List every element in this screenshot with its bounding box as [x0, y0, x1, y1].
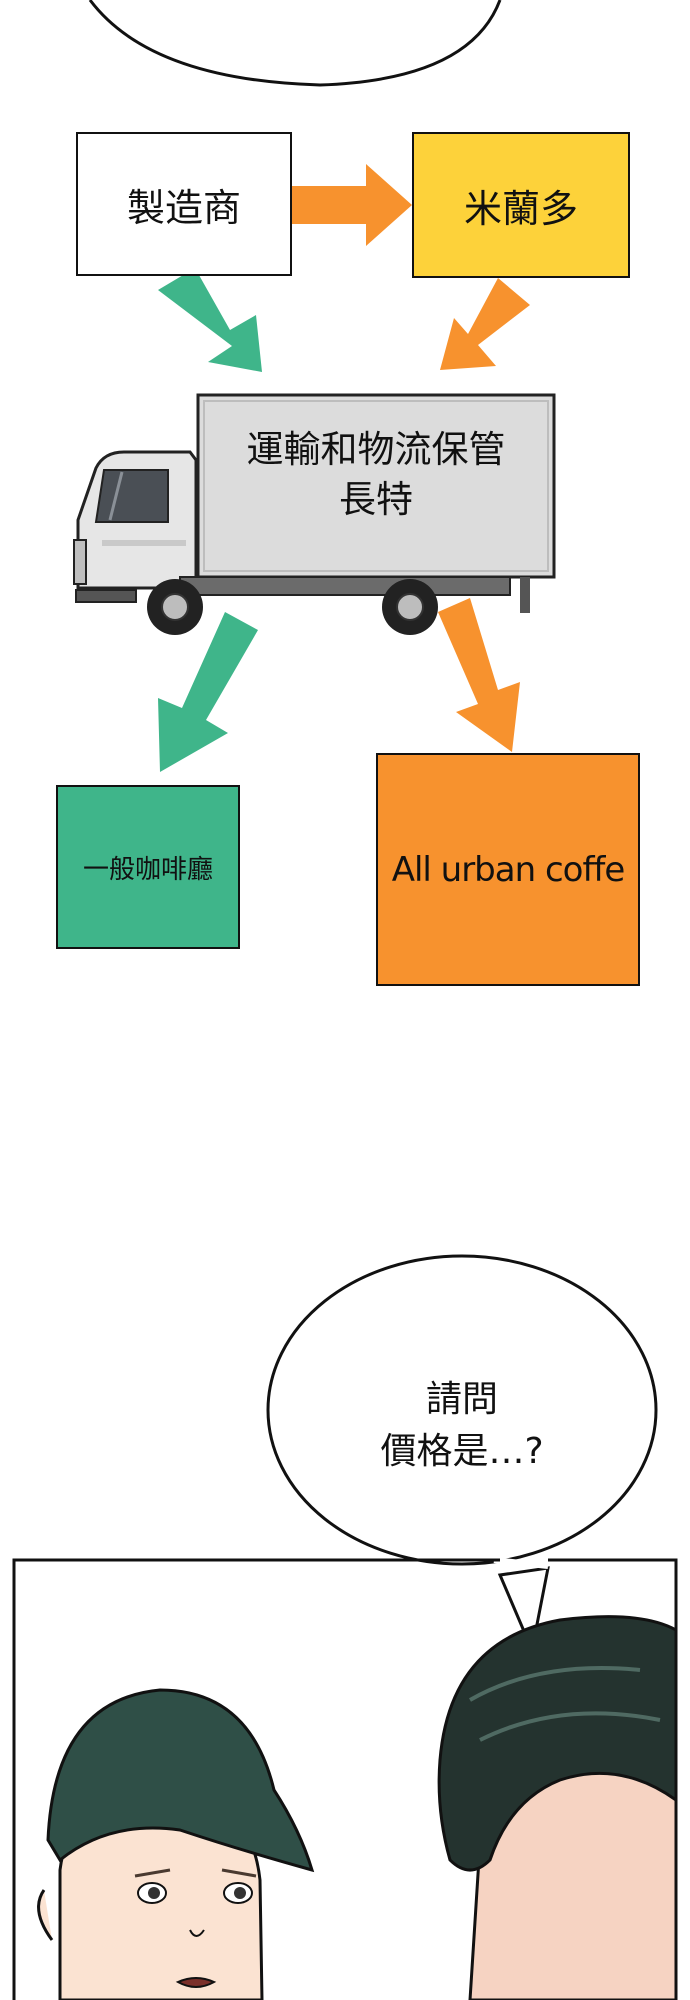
- top-speech-bubble: [88, 0, 502, 87]
- arrow-truck-to-all-urban: [438, 598, 520, 752]
- truck-label-line1: 運輸和物流保管: [246, 428, 506, 471]
- arrow-milando-to-truck: [440, 278, 530, 370]
- bubble-line1: 請問: [425, 1379, 498, 1420]
- arrow-manufacturer-to-truck: [158, 268, 262, 372]
- regular-cafe-label: 一般咖啡廳: [82, 854, 213, 885]
- price-question-text: 請問 價格是…?: [300, 1374, 624, 1478]
- character-cap-man: [37, 1688, 315, 2000]
- truck-cargo-label: 運輸和物流保管 長特: [198, 425, 554, 525]
- milando-box: 米蘭多: [412, 132, 630, 278]
- regular-cafe-box: 一般咖啡廳: [56, 785, 240, 949]
- manufacturer-box: 製造商: [76, 132, 292, 276]
- all-urban-label: All urban coffe: [391, 849, 626, 890]
- character-dark-hair-man: [437, 1615, 678, 2000]
- milando-label: 米蘭多: [463, 186, 578, 231]
- all-urban-box: All urban coffe: [376, 753, 640, 986]
- manufacturer-label: 製造商: [126, 185, 241, 230]
- arrow-truck-to-regular-cafe: [158, 612, 258, 772]
- truck-icon: [73, 393, 556, 635]
- bubble-line2: 價格是…?: [380, 1431, 544, 1472]
- arrow-manufacturer-to-milando: [292, 164, 412, 246]
- truck-label-line2: 長特: [339, 478, 413, 521]
